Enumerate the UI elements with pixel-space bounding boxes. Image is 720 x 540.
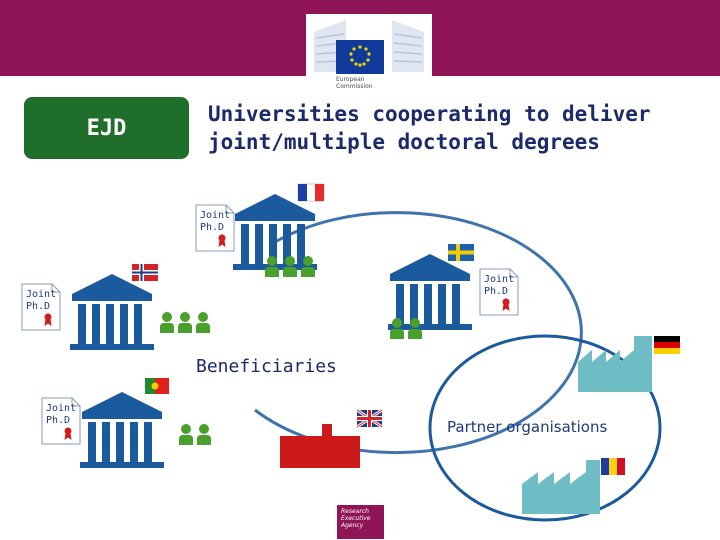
- university-portugal-icon: [80, 392, 164, 468]
- partner-circle: [428, 334, 662, 522]
- joint-phd-document-2: Joint Ph.D: [479, 268, 519, 316]
- agency-line3: Agency: [341, 522, 364, 529]
- slide-title-line1: Universities cooperating to deliver: [208, 102, 651, 126]
- beneficiary-group-3: [160, 312, 210, 333]
- partner-organisations-label: Partner organisations: [447, 418, 608, 436]
- university-sweden-icon: [388, 254, 472, 330]
- flag-romania-icon: [601, 458, 625, 475]
- doc-label-line1: Joint: [484, 274, 514, 285]
- joint-phd-document-1: Joint Ph.D: [195, 204, 235, 252]
- flag-sweden-icon: [448, 244, 474, 261]
- beneficiaries-label: Beneficiaries: [196, 356, 337, 377]
- doc-label-line2: Ph.D: [484, 286, 508, 297]
- research-executive-agency-logo: Research Executive Agency: [337, 505, 384, 539]
- joint-phd-document-3: Joint Ph.D: [21, 283, 61, 331]
- flag-france-icon: [297, 183, 325, 202]
- doc-label-line1: Joint: [200, 210, 230, 221]
- factory-industry-uk-body: [280, 436, 360, 468]
- factory-partner-germany-icon: [578, 336, 652, 392]
- flag-uk-icon: [356, 408, 383, 429]
- beneficiary-group-4: [179, 424, 211, 445]
- doc-label-line1: Joint: [26, 289, 56, 300]
- ec-wordmark-line1: European: [336, 76, 365, 83]
- factory-partner-romania-icon: [522, 460, 600, 514]
- agency-line1: Research: [341, 508, 369, 515]
- ec-wordmark: European Commission: [336, 76, 373, 90]
- flag-portugal-icon: [145, 378, 169, 394]
- ec-building-icon: [314, 20, 424, 74]
- slide-title-line2: joint/multiple doctoral degrees: [208, 130, 600, 154]
- agency-line2: Executive: [341, 515, 371, 522]
- doc-label-line2: Ph.D: [200, 222, 224, 233]
- doc-label-line2: Ph.D: [46, 415, 70, 426]
- flag-norway-icon: [132, 264, 158, 281]
- slide-title: Universities cooperating to deliver join…: [208, 100, 708, 156]
- flag-germany-icon: [654, 336, 680, 354]
- ejd-badge: EJD: [24, 97, 189, 159]
- doc-label-line1: Joint: [46, 403, 76, 414]
- european-commission-logo: [306, 14, 432, 98]
- ec-wordmark-line2: Commission: [336, 83, 373, 90]
- joint-phd-document-4: Joint Ph.D: [41, 397, 81, 445]
- doc-label-line2: Ph.D: [26, 301, 50, 312]
- university-norway-icon: [70, 274, 154, 350]
